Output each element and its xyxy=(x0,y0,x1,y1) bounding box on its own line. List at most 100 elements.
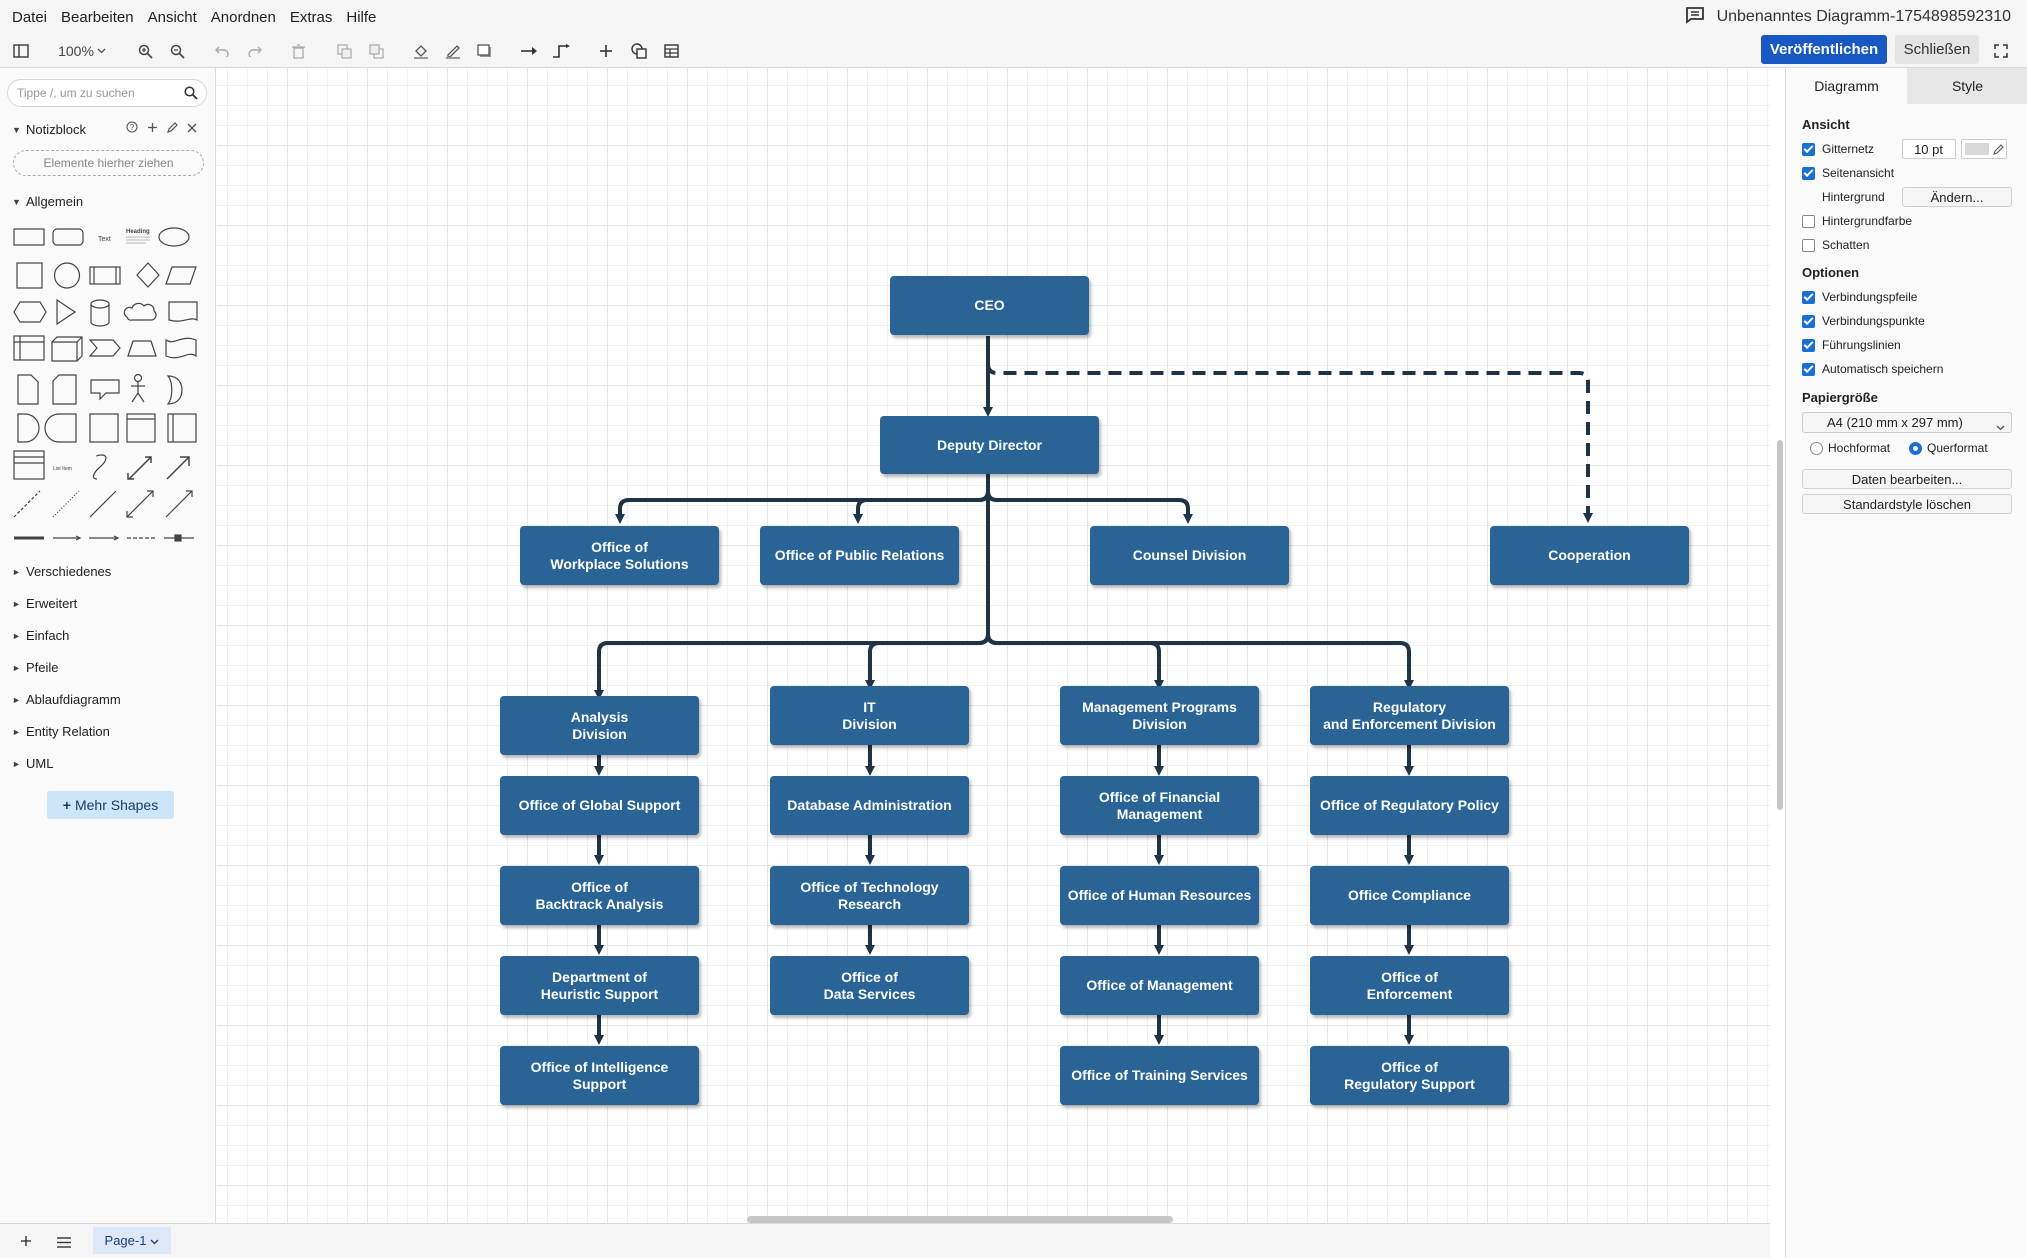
node-cooperation[interactable]: Cooperation xyxy=(1490,526,1689,585)
shape-heading-label[interactable]: Heading xyxy=(126,229,150,235)
change-background-button[interactable]: Ändern... xyxy=(1902,187,2012,207)
allgemein-header[interactable]: ▼ Allgemein xyxy=(12,194,83,209)
shape-step[interactable] xyxy=(88,339,121,357)
menu-anordnen[interactable]: Anordnen xyxy=(210,8,276,26)
shape-line[interactable] xyxy=(89,490,117,518)
connection-icon[interactable] xyxy=(518,34,540,68)
shape-document[interactable] xyxy=(168,301,198,322)
notizblock-header[interactable]: ▼ Notizblock xyxy=(12,122,86,137)
shape-text-label[interactable]: Text xyxy=(98,236,111,243)
pageview-checkbox[interactable]: Seitenansicht xyxy=(1802,166,1894,180)
undo-icon[interactable] xyxy=(211,34,233,68)
node-technology-research[interactable]: Office of Technology Research xyxy=(770,866,969,925)
shape-container-square[interactable] xyxy=(89,413,119,443)
node-regulatory-enforcement-division[interactable]: Regulatory and Enforcement Division xyxy=(1310,686,1509,745)
horizontal-scrollbar[interactable] xyxy=(747,1216,1173,1223)
grid-color-button[interactable] xyxy=(1961,139,2007,159)
edge-deputy-workplace[interactable] xyxy=(615,474,990,524)
shape-textbox-lines[interactable] xyxy=(126,236,150,244)
shape-internal-storage[interactable] xyxy=(13,335,45,361)
shape-cube[interactable] xyxy=(51,336,83,362)
grid-size-input[interactable]: 10 pt xyxy=(1902,139,1956,159)
shape-square[interactable] xyxy=(16,262,43,289)
shape-parallelogram[interactable] xyxy=(165,266,197,285)
shape-list-item-label[interactable]: List Item xyxy=(53,466,72,472)
node-deputy-director[interactable]: Deputy Director xyxy=(880,416,1099,474)
pages-menu-icon[interactable] xyxy=(57,1235,71,1253)
node-regulatory-policy[interactable]: Office of Regulatory Policy xyxy=(1310,776,1509,835)
line-color-icon[interactable] xyxy=(442,34,464,68)
page-tab-page-1[interactable]: Page-1 xyxy=(93,1227,171,1254)
shape-actor[interactable] xyxy=(131,373,145,403)
node-human-resources[interactable]: Office of Human Resources xyxy=(1060,866,1259,925)
waypoints-icon[interactable] xyxy=(550,34,572,68)
edit-icon[interactable] xyxy=(167,121,178,136)
node-counsel-division[interactable]: Counsel Division xyxy=(1090,526,1289,585)
shape-data-storage[interactable] xyxy=(44,413,77,443)
shape-swimlane[interactable] xyxy=(167,413,197,443)
category-entity-relation[interactable]: ►Entity Relation xyxy=(12,724,110,739)
shape-cylinder[interactable] xyxy=(90,299,110,327)
landscape-radio[interactable]: Querformat xyxy=(1909,441,1988,455)
shape-bidirectional-connector[interactable] xyxy=(126,490,154,518)
shape-hexagon[interactable] xyxy=(13,301,47,323)
category-verschiedenes[interactable]: ►Verschiedenes xyxy=(12,564,112,579)
menu-bearbeiten[interactable]: Bearbeiten xyxy=(61,8,134,26)
table-icon[interactable] xyxy=(660,34,682,68)
connection-points-checkbox[interactable]: Verbindungspunkte xyxy=(1802,314,1925,328)
category-uml[interactable]: ►UML xyxy=(12,756,54,771)
node-heuristic-support[interactable]: Department of Heuristic Support xyxy=(500,956,699,1015)
publish-button[interactable]: Veröffentlichen xyxy=(1761,35,1887,64)
connection-arrows-checkbox[interactable]: Verbindungspfeile xyxy=(1802,290,1917,304)
grid-checkbox[interactable]: Gitternetz xyxy=(1802,142,1874,156)
delete-icon[interactable] xyxy=(287,34,309,68)
edge-deputy-reg[interactable] xyxy=(986,474,1414,690)
node-backtrack-analysis[interactable]: Office of Backtrack Analysis xyxy=(500,866,699,925)
node-training-services[interactable]: Office of Training Services xyxy=(1060,1046,1259,1105)
shape-list[interactable] xyxy=(13,450,45,480)
paper-size-select[interactable]: A4 (210 mm x 297 mm) xyxy=(1802,412,2012,433)
tab-style[interactable]: Style xyxy=(1907,68,2027,104)
guides-checkbox[interactable]: Führungslinien xyxy=(1802,338,1901,352)
fill-color-icon[interactable] xyxy=(410,34,432,68)
background-color-checkbox[interactable]: Hintergrundfarbe xyxy=(1802,214,1912,228)
node-analysis-division[interactable]: Analysis Division xyxy=(500,696,699,755)
category-ablaufdiagramm[interactable]: ►Ablaufdiagramm xyxy=(12,692,121,707)
close-icon[interactable] xyxy=(187,121,197,136)
shape-container[interactable] xyxy=(126,413,156,443)
add-icon[interactable] xyxy=(147,121,158,136)
shape-tape[interactable] xyxy=(165,337,197,359)
node-office-compliance[interactable]: Office Compliance xyxy=(1310,866,1509,925)
shape-directional-connector[interactable] xyxy=(165,490,193,518)
shadow-icon[interactable] xyxy=(474,34,496,68)
shapes-icon[interactable] xyxy=(628,34,650,68)
portrait-radio[interactable]: Hochformat xyxy=(1810,441,1890,455)
close-button[interactable]: Schließen xyxy=(1895,35,1979,64)
category-einfach[interactable]: ►Einfach xyxy=(12,628,70,643)
menu-hilfe[interactable]: Hilfe xyxy=(346,8,377,26)
node-database-administration[interactable]: Database Administration xyxy=(770,776,969,835)
node-enforcement[interactable]: Office of Enforcement xyxy=(1310,956,1509,1015)
node-data-services[interactable]: Office of Data Services xyxy=(770,956,969,1015)
edge-deputy-counsel[interactable] xyxy=(986,474,1193,524)
shape-triangle[interactable] xyxy=(56,298,77,326)
to-front-icon[interactable] xyxy=(333,34,355,68)
edge-deputy-pr[interactable] xyxy=(853,474,990,524)
shape-circle[interactable] xyxy=(53,262,81,289)
shape-curve[interactable] xyxy=(92,454,107,480)
shape-ellipse[interactable] xyxy=(158,227,190,247)
zoom-select[interactable]: 100% xyxy=(52,34,112,68)
help-icon[interactable]: ? xyxy=(126,121,138,136)
tab-diagramm[interactable]: Diagramm xyxy=(1814,78,1879,94)
shape-card[interactable] xyxy=(52,374,77,405)
shape-dotted-line[interactable] xyxy=(52,490,80,518)
fullscreen-icon[interactable] xyxy=(1990,34,2012,68)
edit-data-button[interactable]: Daten bearbeiten... xyxy=(1802,469,2012,489)
document-title[interactable]: Unbenanntes Diagramm-1754898592310 xyxy=(1716,8,2011,25)
node-public-relations[interactable]: Office of Public Relations xyxy=(760,526,959,585)
shape-link-arrow[interactable] xyxy=(89,535,120,541)
menu-ansicht[interactable]: Ansicht xyxy=(147,8,197,26)
shape-bidirectional-arrow[interactable] xyxy=(127,456,152,480)
shape-or[interactable] xyxy=(166,375,183,405)
shape-and[interactable] xyxy=(17,413,40,443)
